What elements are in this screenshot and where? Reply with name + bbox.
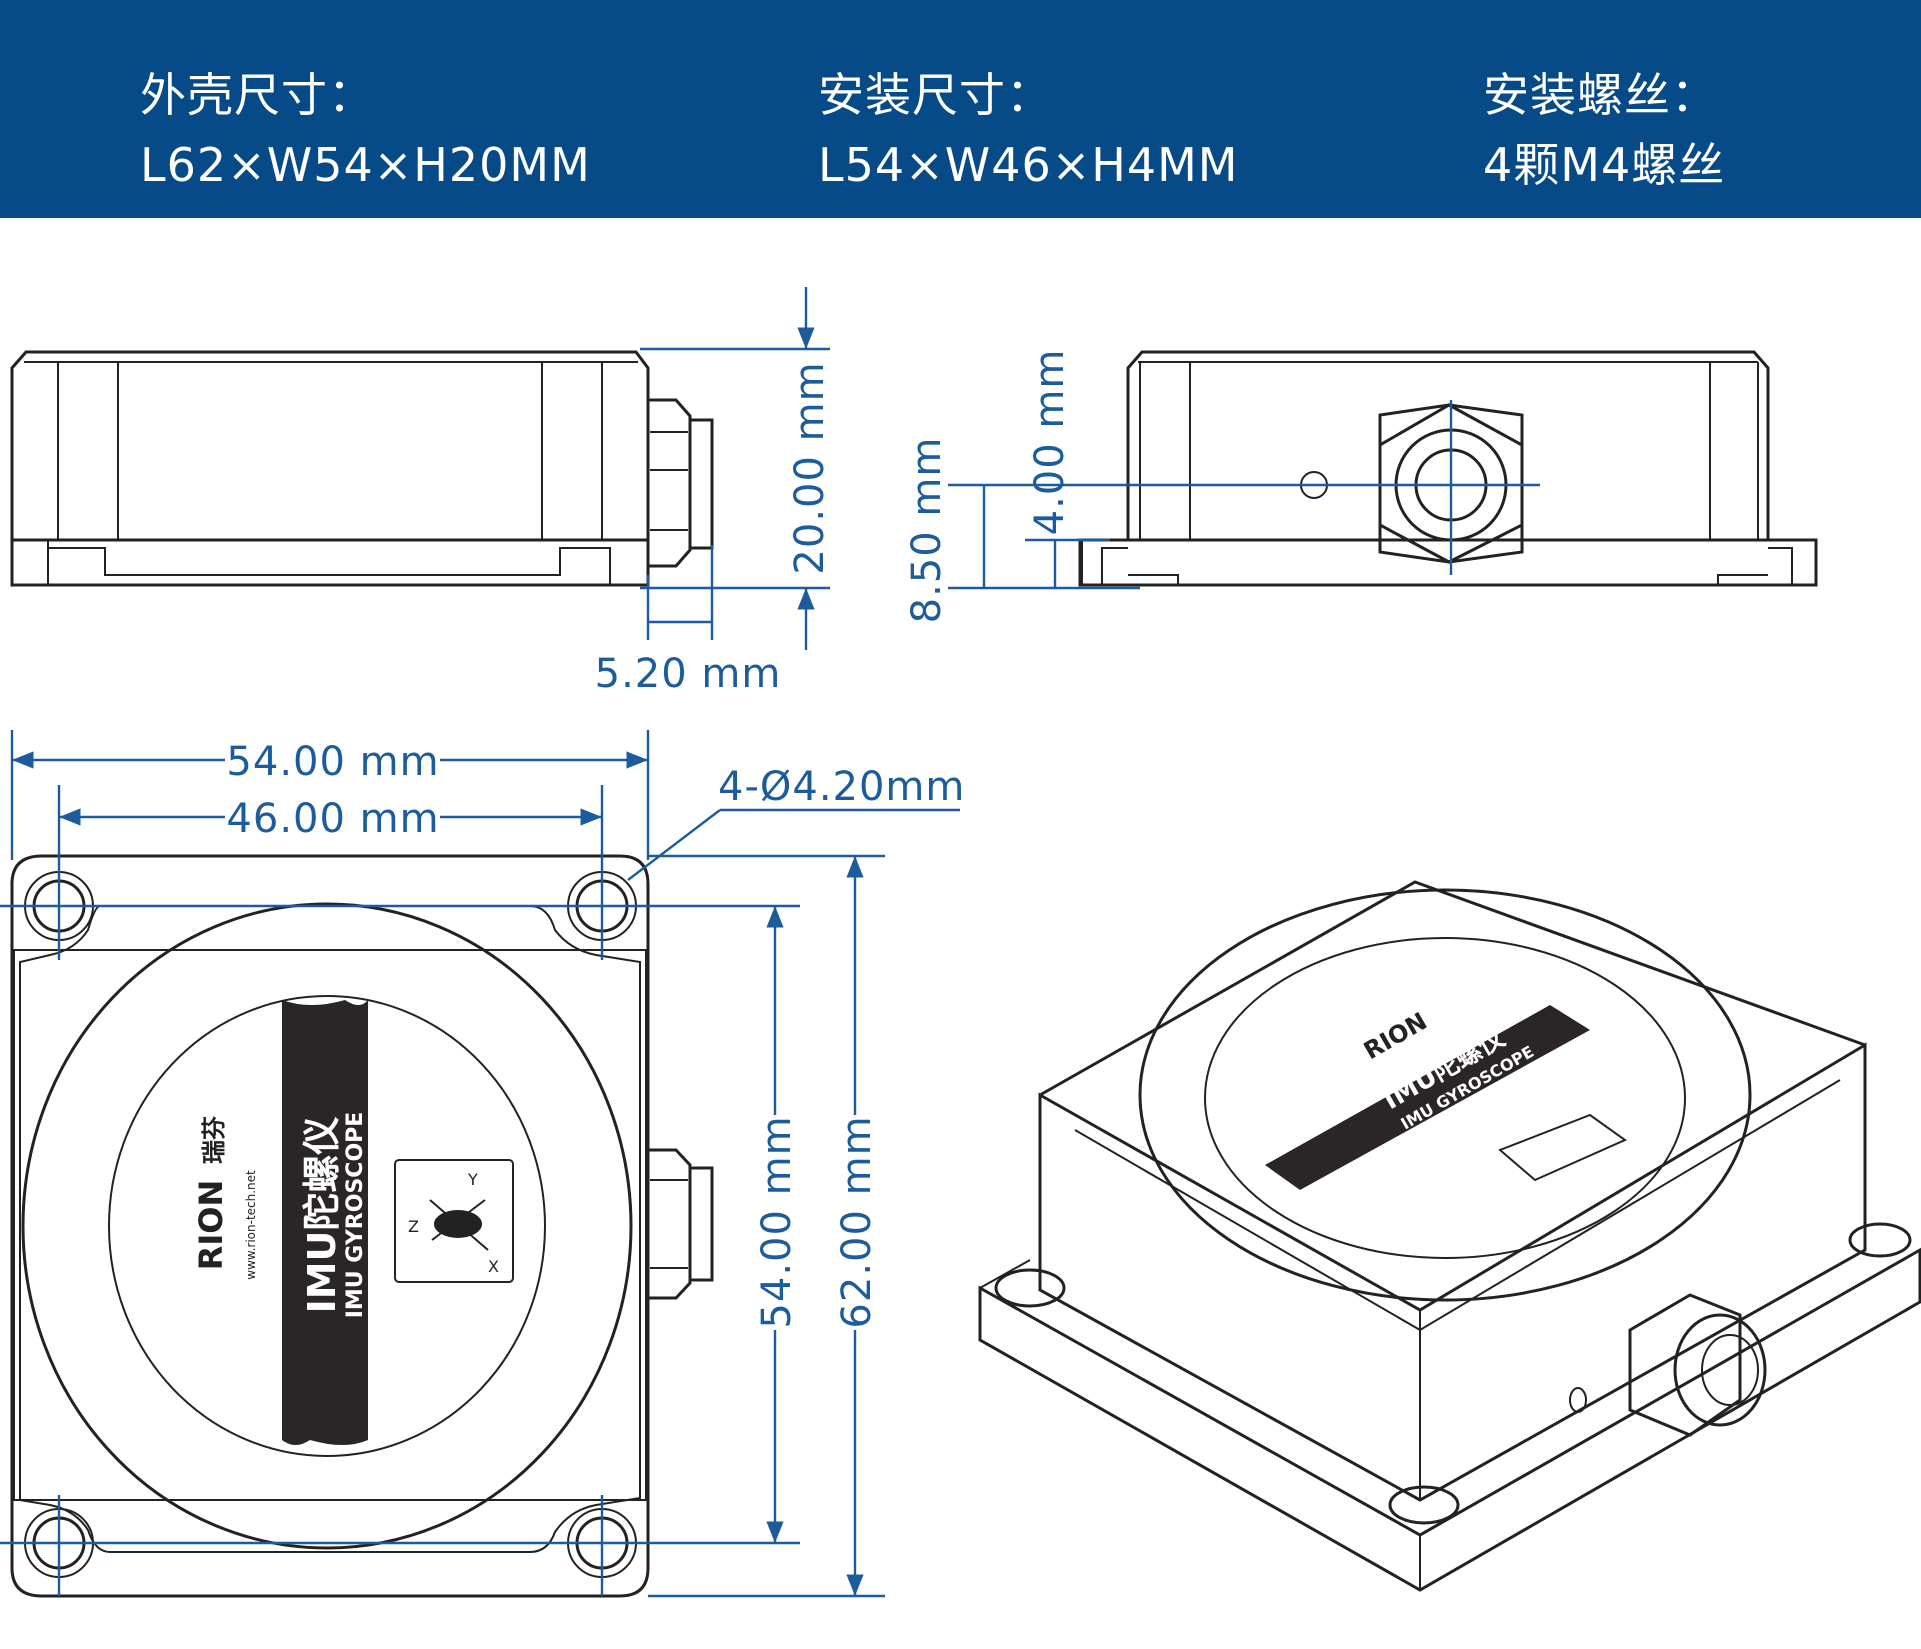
axis-diagram: Z Y X: [408, 1170, 499, 1276]
axis-x-label: X: [488, 1257, 499, 1276]
spec-value: L54×W46×H4MM: [818, 138, 1239, 192]
holes-label: 4-Ø4.20mm: [718, 764, 965, 810]
axis-y-label: Y: [467, 1170, 478, 1189]
mount-height-dimension: 8.50 mm 4.00 mm: [904, 349, 1300, 624]
spec-label: 安装尺寸：: [818, 68, 1053, 122]
product-name-cn: IMU陀螺仪: [300, 1117, 344, 1314]
height-dimension-label: 20.00 mm: [787, 361, 833, 574]
mount-height-dimension-label: 8.50 mm: [904, 437, 950, 624]
spec-banner: 外壳尺寸： L62×W54×H20MM 安装尺寸： L54×W46×H4MM 安…: [0, 0, 1921, 218]
iso-brand-logo: RION: [1359, 1007, 1432, 1065]
length-holes-label: 54.00 mm: [754, 1115, 800, 1328]
spec-label: 安装螺丝：: [1483, 68, 1718, 122]
length-dimensions: 54.00 mm 62.00 mm: [648, 854, 885, 1598]
spec-label: 外壳尺寸：: [140, 68, 375, 122]
flange-dimension-label: 4.00 mm: [1027, 349, 1073, 536]
brand-logo-cn: 瑞芬: [200, 1116, 228, 1164]
width-outer-label: 54.00 mm: [226, 739, 439, 785]
axis-z-label: Z: [408, 1217, 419, 1236]
top-view: [0, 730, 800, 1598]
gland-dimension: 5.20 mm: [595, 545, 782, 697]
gland-dimension-label: 5.20 mm: [595, 651, 782, 697]
length-outer-label: 62.00 mm: [834, 1115, 880, 1328]
height-dimension: 20.00 mm: [640, 287, 833, 650]
front-view: [1078, 350, 1818, 587]
label-sticker: RION 瑞芬 www.rion-tech.net IMU陀螺仪 IMU GYR…: [192, 1112, 499, 1319]
product-name-en: IMU GYROSCOPE: [343, 1112, 368, 1319]
side-view: [10, 350, 714, 587]
isometric-view: RION IMU陀螺仪 IMU GYROSCOPE: [978, 880, 1921, 1592]
spec-mount-screws: 安装螺丝： 4颗M4螺丝: [1483, 60, 1725, 200]
website-text: www.rion-tech.net: [244, 1170, 258, 1280]
spec-value: L62×W54×H20MM: [140, 138, 591, 192]
width-dimensions: 54.00 mm 46.00 mm 4-Ø4.20mm: [11, 739, 965, 881]
width-holes-label: 46.00 mm: [226, 796, 439, 842]
spec-mount-size: 安装尺寸： L54×W46×H4MM: [818, 60, 1239, 200]
brand-logo: RION: [192, 1180, 230, 1271]
spec-value: 4颗M4螺丝: [1483, 138, 1726, 192]
spec-housing-size: 外壳尺寸： L62×W54×H20MM: [140, 60, 591, 200]
